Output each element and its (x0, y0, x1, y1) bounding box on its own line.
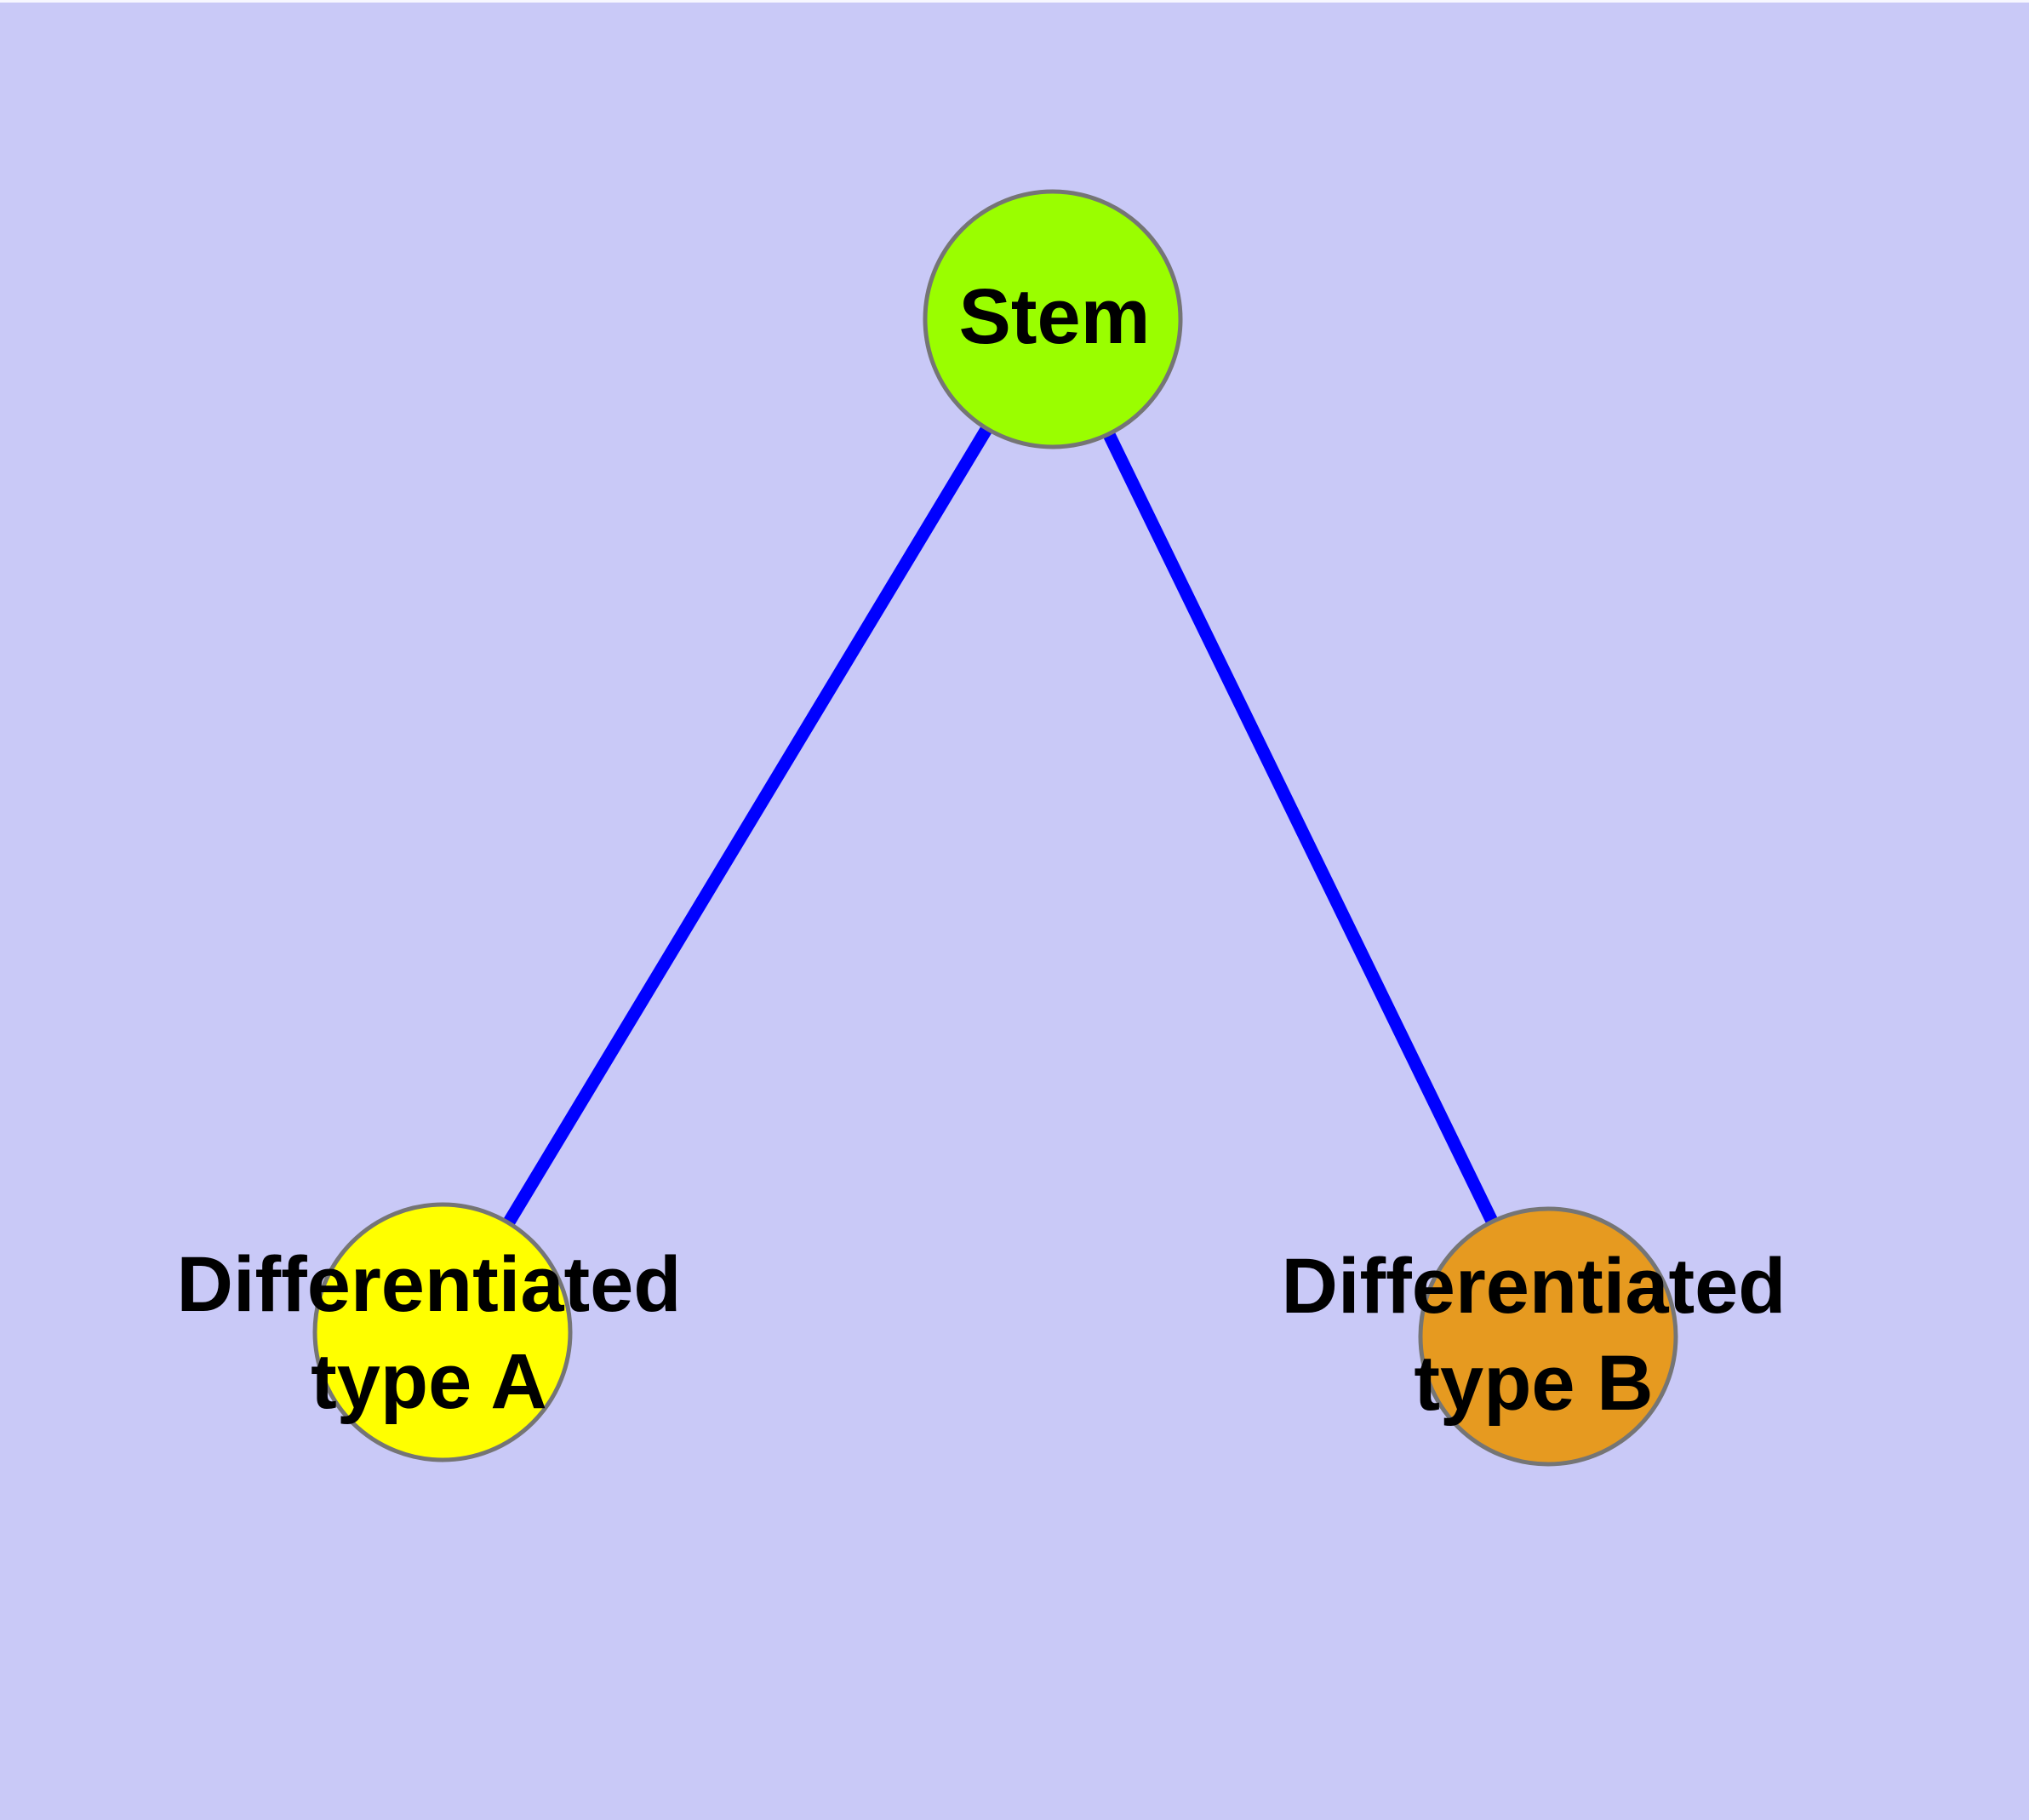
edge-stem-to-type-a (437, 316, 1059, 1336)
node-type-b-circle (1418, 1206, 1678, 1467)
node-stem-circle (923, 189, 1183, 449)
edge-stem-to-type-b (1047, 316, 1554, 1340)
node-type-a-circle (312, 1202, 573, 1462)
top-edge-strip (0, 0, 2029, 3)
